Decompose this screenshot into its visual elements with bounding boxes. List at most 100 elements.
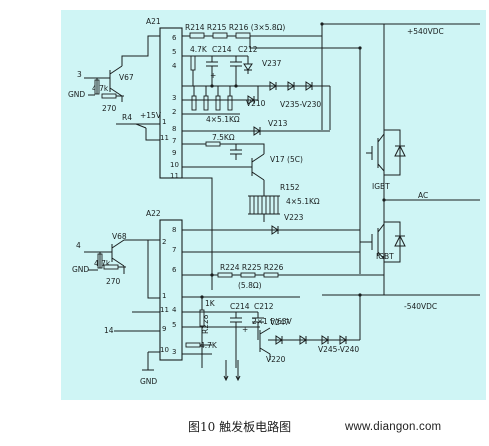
a21-pin-6: 6 (172, 34, 177, 42)
upper-diode-chain-label: V235-V230 (280, 100, 321, 109)
r225 (240, 272, 256, 278)
upper-caps (182, 55, 300, 87)
r4-label: R4 (122, 113, 132, 122)
r228-label: R228 (201, 314, 210, 334)
a21-block (159, 27, 183, 179)
v210-label: V210 (246, 99, 266, 108)
lower-igbt-symbol (360, 221, 406, 263)
lower-r-base (103, 264, 119, 270)
lower-diode-chain (268, 295, 361, 345)
a21-pin-2: 2 (172, 108, 176, 116)
upper-resistor-string-label: R214 R215 R216 (3×5.8Ω) (185, 23, 285, 32)
a21-pin-7: 7 (172, 137, 176, 145)
r152-array-4 (273, 195, 279, 215)
lower-gnd-label: GND (72, 265, 89, 274)
lower-igbt-label: IGBT (376, 252, 394, 261)
a21-pin-9: 9 (172, 149, 176, 157)
v213-diode (182, 126, 330, 136)
a22-pin-4: 4 (172, 306, 177, 314)
v17-transistor (182, 143, 265, 290)
a22-left-pin-10: 10 (160, 346, 169, 354)
v220-transistor (182, 326, 271, 360)
lower-r-base-label: 270 (106, 277, 121, 286)
a22-pin-3: 3 (172, 348, 176, 356)
lower-caps (182, 296, 300, 368)
upper-cap-plus: + (210, 71, 216, 80)
a22-block (159, 219, 183, 361)
v67-transistor (84, 35, 160, 102)
lower-resistor-string-label: R224 R225 R226 (220, 263, 284, 272)
bottom-gnd-label: GND (140, 377, 157, 386)
a22-pin-8: 8 (172, 226, 176, 234)
v17-label: V17 (5C) (270, 155, 303, 164)
positive-rail-label: +540VDC (407, 27, 444, 36)
a21-pin-11: 11 (170, 172, 179, 180)
v223-label: V223 (284, 213, 304, 222)
lower-pin3-wire (182, 344, 212, 355)
a22-left-pin-1: 1 (162, 292, 166, 300)
r152-array-3 (265, 195, 271, 215)
upper-input-pin: 3 (77, 70, 82, 79)
a22-pin-5: 5 (172, 321, 176, 329)
r4-wire (116, 123, 160, 141)
r224 (217, 272, 233, 278)
upper-r47k-label: 4.7K (190, 45, 208, 54)
a21-pin-5: 5 (172, 48, 176, 56)
r152-frame (248, 195, 280, 222)
v223-diode (182, 225, 360, 235)
lower-cap-plus: + (242, 325, 248, 334)
r226 (263, 272, 279, 278)
plus15v-label: +15V (140, 111, 162, 120)
ac-output-label: AC (418, 191, 428, 200)
upper-r-array-2 (203, 95, 209, 111)
upper-r75k-wires (182, 143, 242, 160)
lower-r-in-label: 4.7k (94, 259, 111, 268)
a21-pin-4: 4 (172, 62, 177, 70)
upper-diode-chain (260, 81, 331, 130)
upper-igbt-symbol (366, 129, 406, 176)
upper-r47k (190, 55, 196, 71)
r214 (189, 32, 205, 39)
a22-left-pin-2: 2 (162, 238, 166, 246)
upper-r-array-1 (191, 95, 197, 111)
a22-left-pin-11: 11 (160, 306, 169, 314)
a21-pin-8: 8 (172, 125, 176, 133)
upper-c214-label: C214 (212, 45, 232, 54)
lower-pin1-wire (147, 240, 160, 299)
negative-rail-label: -540VDC (404, 302, 437, 311)
lower-input-pin: 4 (76, 241, 81, 250)
lower-r1k-label: 1K (205, 299, 216, 308)
a21-pin-3: 3 (172, 94, 176, 102)
upper-gnd-label: GND (68, 90, 85, 99)
upper-r-base (101, 93, 117, 99)
a21-left-pin-1: 1 (162, 118, 166, 126)
v68-transistor (84, 239, 160, 274)
pin14-label: 14 (104, 326, 114, 335)
a21-label: A21 (146, 17, 161, 26)
rail-drops (321, 24, 361, 274)
lower-r47k (185, 342, 201, 348)
upper-r75k (205, 141, 221, 147)
a22-pin-6: 6 (172, 266, 177, 274)
r152-array-1 (249, 195, 255, 215)
upper-r-in-label: 4.7k (92, 84, 109, 93)
v67-label: V67 (119, 73, 134, 82)
junction-dots (200, 22, 386, 299)
a21-left-pin-11: 11 (160, 134, 169, 142)
schematic-panel (61, 10, 486, 400)
upper-c212-label: C212 (238, 45, 258, 54)
v237-zener (243, 56, 253, 74)
v68-label: V68 (112, 232, 127, 241)
r152-array-2 (257, 195, 263, 215)
a22-pin-7: 7 (172, 246, 176, 254)
lower-gate-wire (182, 251, 384, 276)
v213-label: V213 (268, 119, 288, 128)
upper-igbt-label: IGBT (372, 182, 390, 191)
lower-diode-chain-label: V245-V240 (318, 345, 359, 354)
upper-r75k-label: 7.5KΩ (212, 133, 235, 142)
lower-resistor-value-label: (5.8Ω) (238, 281, 262, 290)
v247-label: V247 (270, 318, 290, 327)
upper-r-array-4 (227, 95, 233, 111)
lower-c212-label: C212 (254, 302, 274, 311)
site-watermark: www.diangon.com (345, 421, 442, 433)
